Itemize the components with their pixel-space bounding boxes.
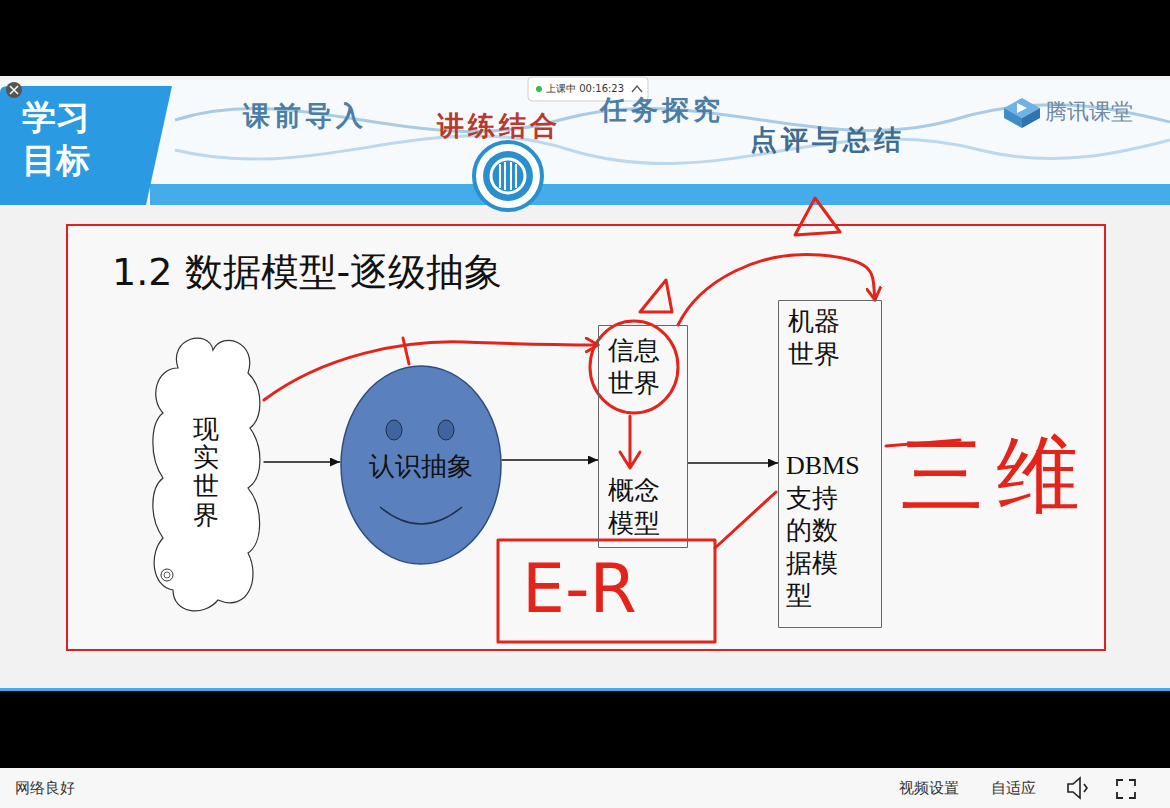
face-eye	[386, 420, 402, 440]
player-bar	[0, 768, 1170, 808]
emblem-core	[483, 151, 533, 201]
handwritten-note-slot: E-R	[522, 548, 637, 630]
cloud-outline	[153, 338, 260, 611]
speaker-icon	[1068, 778, 1080, 798]
node-text-slot: 概念模型	[608, 475, 660, 540]
flow-arrow	[688, 462, 778, 463]
process-box: 机器世界 DBMS支持的数据模型	[778, 300, 882, 628]
cloud-node: 现实世界	[148, 328, 264, 618]
nav-step-slot: 讲练结合	[437, 110, 561, 142]
logo-mark	[1022, 108, 1040, 128]
slide-ground	[0, 76, 1170, 690]
goal-tab-text-slot: 学习目标	[22, 96, 93, 181]
close-dot	[6, 82, 22, 98]
handwritten-note: E-R	[522, 548, 637, 630]
node-text: 认识抽象	[369, 451, 473, 482]
cloud-puff	[161, 569, 173, 581]
header-blue-band	[150, 184, 1170, 205]
red-down-arrow	[620, 416, 640, 468]
speaker-icon	[1084, 784, 1087, 792]
brand-name: 腾讯课堂	[1045, 99, 1133, 125]
handwritten-note-slot: 三维	[900, 425, 1092, 526]
box-border	[779, 301, 882, 628]
slide-title-slot: 1.2 数据模型-逐级抽象	[112, 250, 502, 296]
box-border	[599, 326, 688, 548]
red-circle	[590, 321, 678, 413]
node-text-slot: 认识抽象	[369, 451, 473, 482]
red-stroke	[715, 492, 776, 548]
nav-step-slot: 任务探究	[600, 94, 724, 126]
red-tick	[403, 338, 409, 364]
nav-step: 任务探究	[600, 94, 724, 126]
face-fill	[341, 366, 501, 564]
nav-step: 讲练结合	[437, 110, 561, 142]
node-text-slot: 现实世界	[193, 416, 219, 530]
goal-tab-text: 学习目标	[22, 96, 93, 181]
process-box: 信息世界概念模型	[598, 325, 688, 548]
fullscreen-icon	[1117, 780, 1135, 798]
goal-tab	[0, 86, 172, 205]
face-eye	[438, 420, 454, 440]
top-black-band	[0, 0, 1170, 76]
red-box	[498, 540, 715, 642]
network-status-slot: 网络良好	[15, 779, 75, 799]
nav-step-slot: 课前导入	[243, 100, 367, 132]
network-status: 网络良好	[15, 779, 75, 799]
handwritten-note: 三维	[900, 425, 1092, 526]
annotation-arrow	[678, 254, 875, 325]
face-circle: 认识抽象	[340, 365, 502, 565]
player-button-slot: 自适应	[991, 779, 1036, 799]
emblem-inner	[491, 159, 525, 193]
node-text-slot: DBMS支持的数据模型	[786, 450, 843, 613]
brand-name-slot: 腾讯课堂	[1045, 99, 1133, 125]
bottom-black-band	[0, 691, 1170, 768]
flow-arrow	[264, 461, 340, 462]
nav-step-slot: 点评与总结	[750, 124, 905, 156]
player-button: 自适应	[991, 779, 1036, 799]
nav-step: 课前导入	[243, 100, 367, 132]
node-text: 现实世界	[193, 416, 219, 530]
class-timer-slot: 上课中 00:16:23	[546, 82, 624, 96]
live-dot	[536, 86, 542, 92]
node-text: 概念模型	[608, 475, 660, 540]
collapse-chevron	[632, 86, 642, 92]
nav-step: 点评与总结	[750, 124, 905, 156]
red-triangle	[795, 198, 840, 235]
player-button-slot: 视频设置	[899, 779, 959, 799]
slide-title: 1.2 数据模型-逐级抽象	[112, 250, 502, 296]
flow-arrow	[502, 459, 598, 460]
node-text: 信息世界	[608, 335, 660, 400]
cloud-puff	[164, 572, 170, 578]
node-text-slot: 机器世界	[788, 306, 840, 371]
node-text: DBMS支持的数据模型	[786, 450, 843, 613]
face-smile	[380, 507, 462, 524]
class-timer: 上课中 00:16:23	[546, 82, 624, 96]
logo-play	[1017, 103, 1027, 113]
close-cross	[10, 86, 18, 94]
player-button: 视频设置	[899, 779, 959, 799]
emblem-lines	[500, 162, 516, 190]
emblem-ring	[474, 142, 542, 210]
node-text: 机器世界	[788, 306, 840, 371]
node-text-slot: 信息世界	[608, 335, 660, 400]
red-triangle	[640, 280, 672, 312]
red-frame	[67, 225, 1105, 650]
slide-bottom-line	[0, 688, 1170, 691]
header-wave	[175, 136, 1170, 164]
